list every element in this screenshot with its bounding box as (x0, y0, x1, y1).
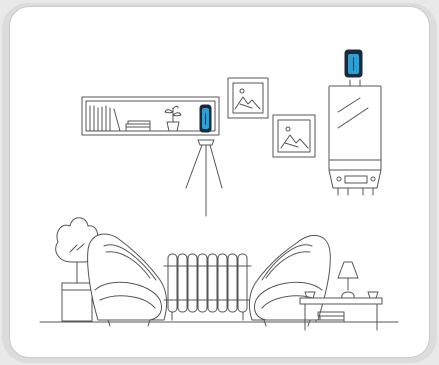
radiator-icon (164, 254, 251, 320)
thermostat-sensor-icon (200, 105, 211, 132)
wall-boiler (329, 80, 381, 195)
table-lamp-icon (338, 262, 358, 298)
armchair-left (88, 234, 167, 326)
picture-frame-1 (228, 78, 268, 118)
tripod-lamp (186, 140, 222, 216)
picture-frame-2 (273, 115, 315, 157)
wall-shelf (82, 97, 219, 135)
boiler-sensor-icon (345, 50, 362, 77)
